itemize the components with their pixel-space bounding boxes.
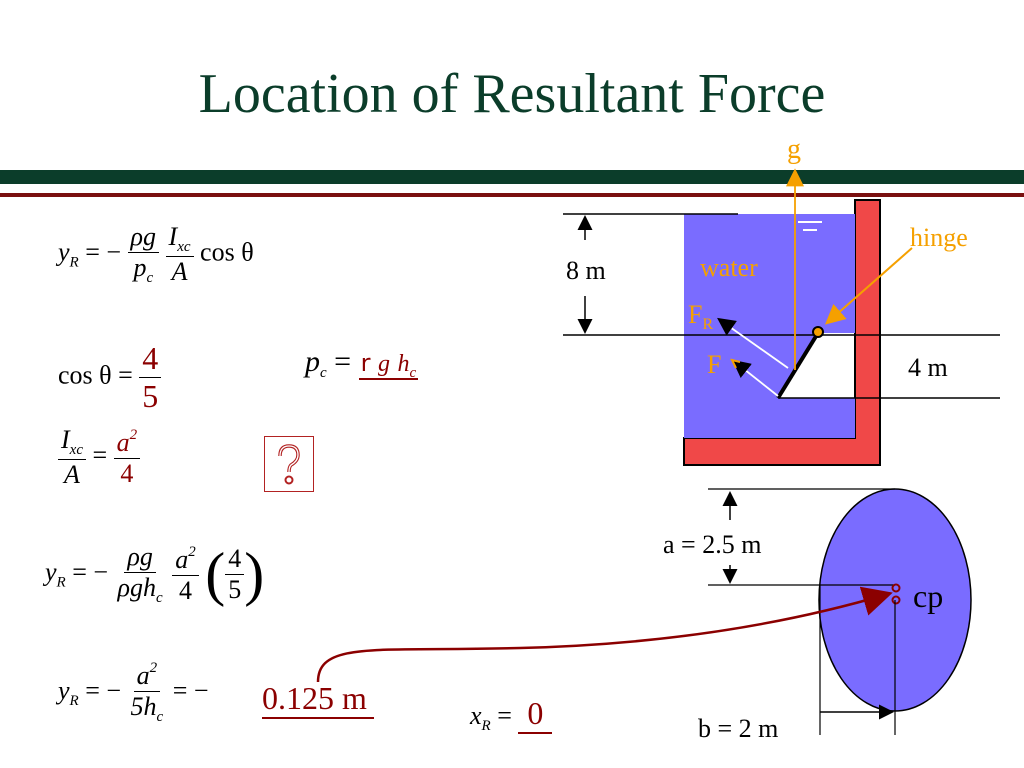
b-dimension-label: b = 2 m <box>698 714 778 743</box>
water-label: water <box>700 253 758 282</box>
hinge-label: hinge <box>910 223 968 252</box>
gate-plate <box>776 331 820 400</box>
header-divider <box>0 170 1024 184</box>
water-body <box>684 214 855 438</box>
xr-answer: 0 <box>518 695 553 734</box>
help-button[interactable] <box>264 436 314 492</box>
header-divider-accent <box>0 193 1024 197</box>
length-label: 4 m <box>908 353 948 382</box>
depth-label: 8 m <box>566 256 606 285</box>
hinge-pin <box>812 326 824 338</box>
force-label: F <box>707 350 721 379</box>
slide-title: Location of Resultant Force <box>198 63 826 125</box>
cp-label: cp <box>913 578 943 614</box>
answer-pointer <box>316 586 893 683</box>
equation-pc: pc = r g hc <box>305 345 419 381</box>
gravity-label: g <box>787 134 801 165</box>
yr-answer: 0.125 m <box>262 680 374 719</box>
equation-xr: xR = 0 <box>470 695 553 735</box>
resultant-force-label: FR <box>688 300 713 333</box>
a-dimension-label: a = 2.5 m <box>663 530 761 559</box>
question-icon <box>278 444 300 485</box>
